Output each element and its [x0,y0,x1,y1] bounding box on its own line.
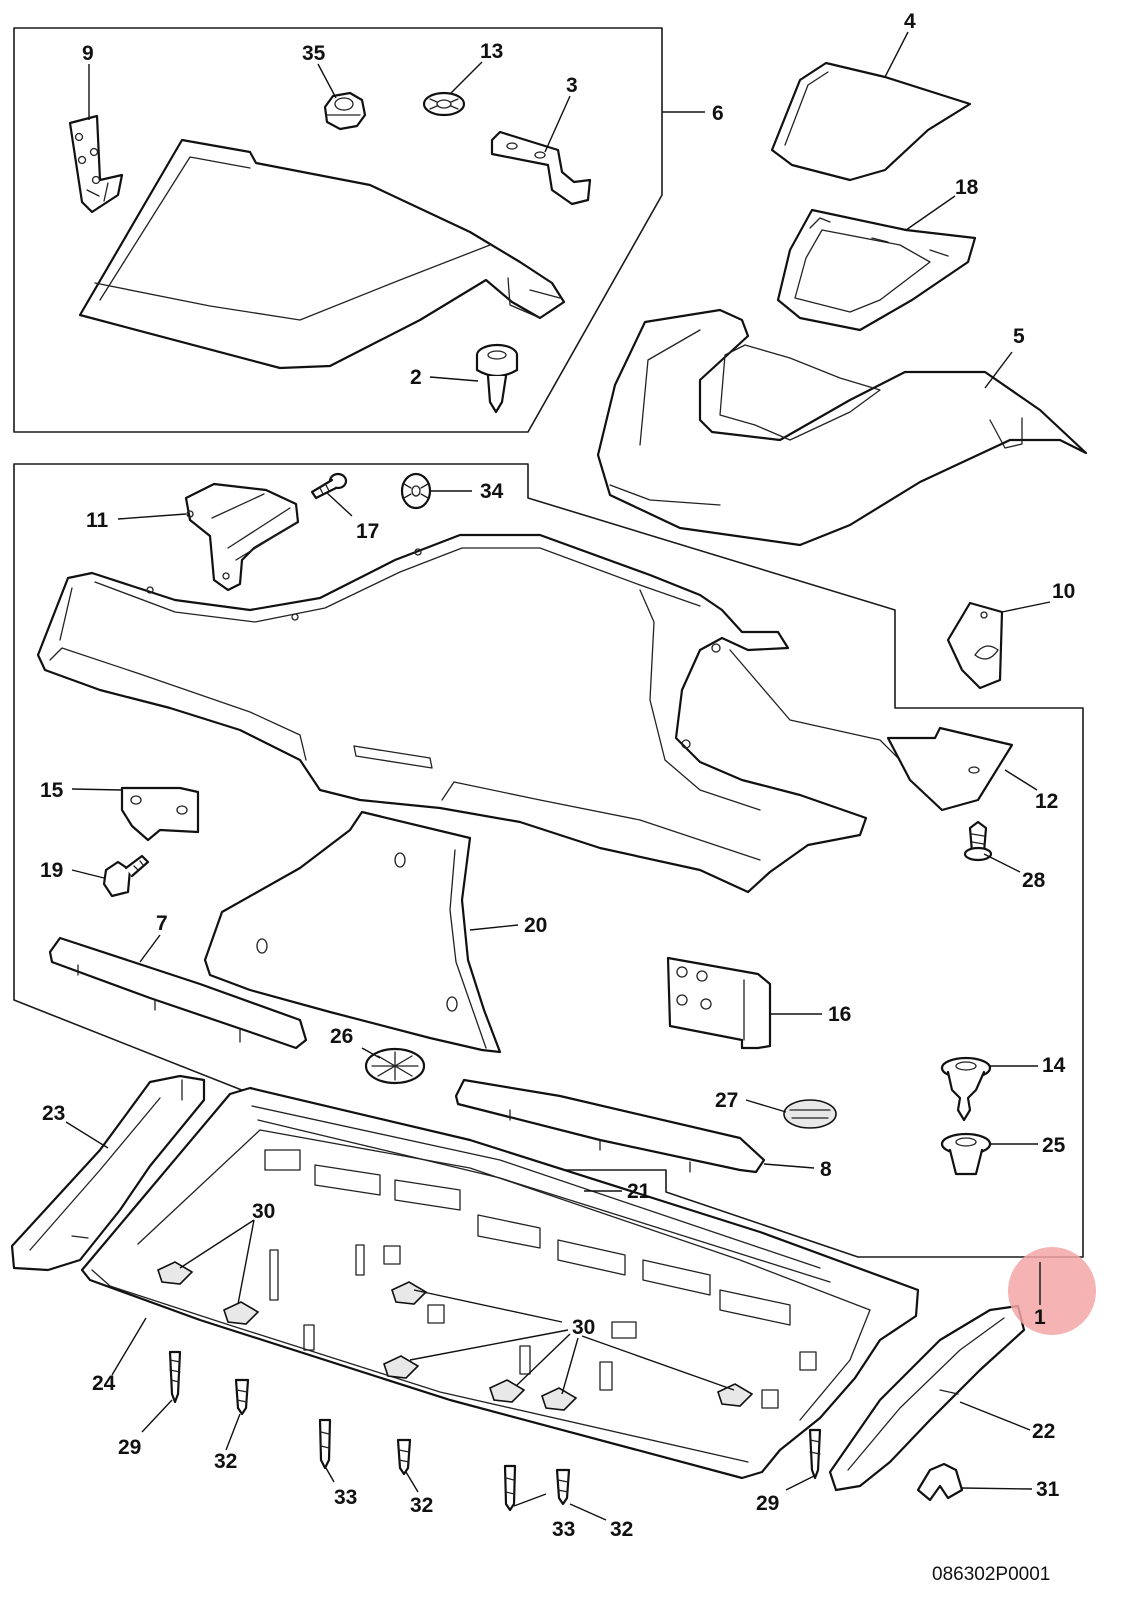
callout-19: 19 [40,859,63,882]
callout-10: 10 [1052,580,1075,603]
part-18-surround[interactable] [776,208,977,332]
main-trim-panel[interactable] [36,533,901,894]
part-17-screw[interactable] [310,472,348,500]
part-26-grommet[interactable] [364,1047,426,1085]
part-5-console[interactable] [596,308,1088,547]
part-14-clip[interactable] [940,1056,992,1122]
callout-34: 34 [480,480,504,503]
part-29-screw-right[interactable] [808,1428,822,1480]
part-27-pad[interactable] [783,1099,837,1129]
callout-6: 6 [712,102,724,125]
callout-16: 16 [828,1003,851,1026]
callout-30a: 30 [252,1200,275,1223]
part-6-cover[interactable] [78,138,566,370]
part-34-washer[interactable] [400,472,432,510]
callout-23: 23 [42,1102,65,1125]
callout-21: 21 [627,1180,651,1203]
part-22-rail[interactable] [828,1304,1026,1492]
part-29-screw-left[interactable] [168,1350,182,1404]
part-3-bracket[interactable] [490,130,592,206]
callout-11: 11 [86,509,109,532]
part-13-washer[interactable] [422,91,466,117]
group-outline-6 [13,27,663,433]
callout-2: 2 [410,366,422,389]
callout-13: 13 [480,40,503,63]
part-15-bracket[interactable] [120,786,200,842]
part-32-screw-3[interactable] [555,1468,571,1506]
part-28-screw[interactable] [963,820,993,862]
callout-31: 31 [1036,1478,1060,1501]
callout-8: 8 [820,1158,832,1181]
callout-28: 28 [1022,869,1046,892]
callout-20: 20 [524,914,547,937]
part-31-clip[interactable] [916,1462,964,1502]
callout-32c: 32 [610,1518,633,1541]
part-10-bracket[interactable] [946,601,1004,690]
callout-29a: 29 [118,1436,141,1459]
callout-3: 3 [566,74,578,97]
leader-lines [65,31,1051,1521]
part-8-strip[interactable] [454,1078,766,1174]
callout-24: 24 [92,1372,116,1395]
part-33-screw-1[interactable] [318,1418,332,1470]
part-9-bracket[interactable] [68,114,124,214]
callout-27: 27 [715,1089,738,1112]
highlight-circle [1008,1247,1096,1335]
part-33-screw-2[interactable] [503,1464,517,1512]
callout-33a: 33 [334,1486,357,1509]
callout-29b: 29 [756,1492,779,1515]
part-2-push-clip[interactable] [475,343,519,414]
callout-26: 26 [330,1025,353,1048]
callout-32b: 32 [410,1494,433,1517]
part-12-bracket[interactable] [886,726,1014,812]
callout-5: 5 [1013,325,1025,348]
callout-35: 35 [302,42,326,65]
callout-1: 1 [1034,1306,1046,1329]
part-23-rail[interactable] [10,1074,206,1272]
part-19-bolt[interactable] [102,854,150,898]
callout-4: 4 [904,10,916,33]
callout-labels: 9 35 13 3 4 6 18 5 2 11 17 34 10 12 28 1… [40,10,1075,1541]
callout-12: 12 [1035,790,1058,813]
reference-code: 086302P0001 [932,1564,1050,1585]
part-4-panel[interactable] [770,61,972,182]
callout-30b: 30 [572,1316,595,1339]
callout-14: 14 [1042,1054,1066,1077]
part-25-grommet[interactable] [940,1132,992,1176]
callout-18: 18 [955,176,979,199]
callout-9: 9 [82,42,94,65]
callout-22: 22 [1032,1420,1055,1443]
part-35-nut[interactable] [323,91,367,131]
part-32-screw-2[interactable] [396,1438,412,1476]
part-24-tray[interactable] [80,1086,920,1480]
callout-25: 25 [1042,1134,1066,1157]
part-16-clip[interactable] [666,956,772,1050]
callout-32a: 32 [214,1450,237,1473]
part-20-panel[interactable] [203,810,502,1054]
part-32-screw-1[interactable] [234,1378,250,1416]
part-11-bracket[interactable] [184,482,300,592]
callout-33b: 33 [552,1518,575,1541]
part-7-strip[interactable] [48,936,308,1050]
callout-15: 15 [40,779,64,802]
callout-7: 7 [156,912,168,935]
callout-17: 17 [356,520,379,543]
